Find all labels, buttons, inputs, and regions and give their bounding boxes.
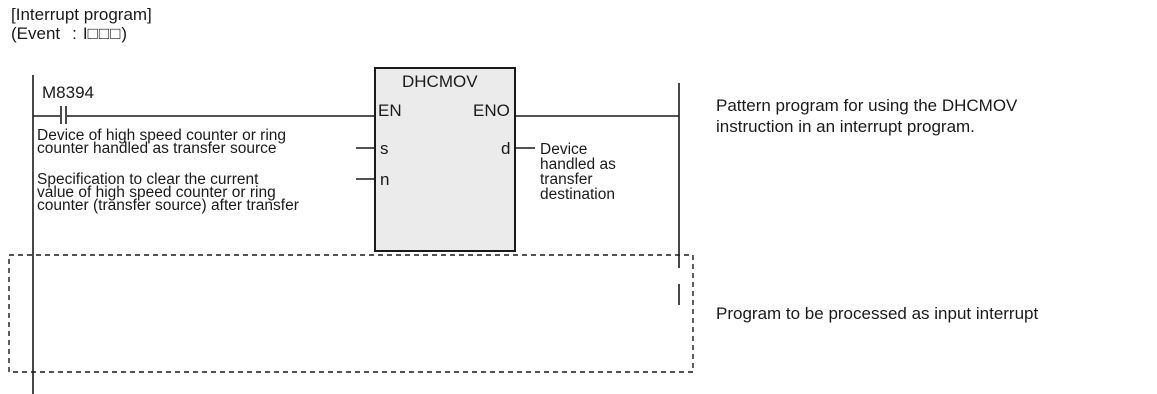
instruction-box [374, 67, 516, 252]
event-placeholder: □□□ [87, 24, 122, 43]
n-description-line-1: Specification to clear the current [37, 171, 259, 188]
event-label: (Event: I□□□) [11, 25, 127, 42]
d-description-line-4: destination [540, 186, 615, 203]
event-colon: : [72, 24, 77, 43]
pin-en: EN [378, 101, 402, 120]
event-suffix: ) [121, 24, 128, 43]
d-description-line-2: handled as [540, 156, 616, 173]
n-description-line-2: value of high speed counter or ring [37, 184, 276, 201]
pin-s: s [380, 139, 389, 158]
s-description-line-2: counter handled as transfer source [37, 140, 277, 157]
pattern-note-line-2: instruction in an interrupt program. [716, 117, 975, 136]
event-prefix: (Event [11, 24, 61, 43]
d-description-line-3: transfer [540, 171, 593, 188]
pin-n: n [380, 170, 390, 189]
event-value: I [82, 24, 88, 43]
pattern-note-line-1: Pattern program for using the DHCMOV [716, 96, 1018, 115]
interrupt-program-region [8, 254, 694, 373]
pin-eno: ENO [473, 101, 510, 120]
d-description-line-1: Device [540, 141, 588, 158]
s-description-line-1: Device of high speed counter or ring [37, 127, 287, 144]
pin-d: d [501, 139, 511, 158]
interrupt-note: Program to be processed as input interru… [716, 304, 1039, 323]
instruction-name: DHCMOV [402, 72, 478, 91]
n-description-line-3: counter (transfer source) after transfer [37, 197, 299, 214]
contact-label: M8394 [42, 83, 94, 102]
program-title: [Interrupt program] [11, 5, 152, 24]
